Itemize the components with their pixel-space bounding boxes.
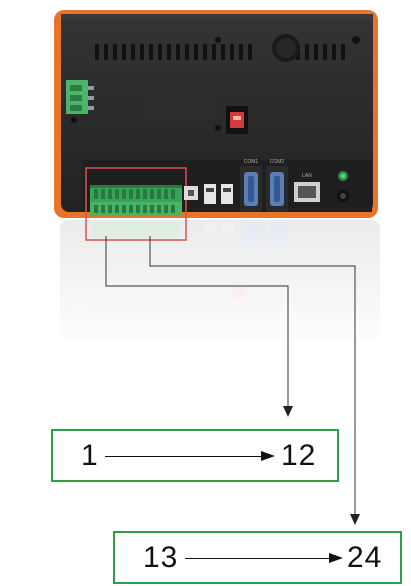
pin-range-end: 12: [281, 438, 317, 472]
lan-label: LAN: [302, 173, 312, 179]
com2-port: [266, 166, 288, 212]
pin-range-start: 1: [81, 438, 99, 472]
pin-range-callout-13-24: 13 24: [113, 531, 402, 584]
lan-port: [294, 182, 320, 202]
range-arrow-head-icon: [261, 450, 275, 461]
range-arrow-line: [105, 455, 263, 457]
terminal-pins: [94, 189, 175, 213]
range-arrow-line: [185, 557, 331, 559]
com2-label: COM2: [270, 159, 285, 165]
power-terminal: [66, 80, 94, 114]
pin-range-start: 13: [143, 540, 179, 574]
leader-arrowhead-2: [350, 514, 360, 525]
pin-range-end: 24: [347, 540, 383, 574]
usb-device-port: [184, 186, 198, 200]
dip-switch: [226, 106, 248, 134]
hmi-device-back: COM1 COM2 LAN: [54, 10, 378, 241]
callout-leader-lines: [105, 236, 356, 514]
com1-port: [240, 166, 262, 212]
com1-label: COM1: [244, 159, 259, 165]
device-reflection: [60, 220, 380, 350]
range-arrow-head-icon: [329, 552, 343, 563]
terminal-highlight-frame: [85, 167, 187, 241]
leader-arrowhead-1: [283, 406, 293, 417]
pin-range-callout-1-12: 1 12: [51, 429, 339, 482]
usb-host-ports: [204, 184, 233, 204]
